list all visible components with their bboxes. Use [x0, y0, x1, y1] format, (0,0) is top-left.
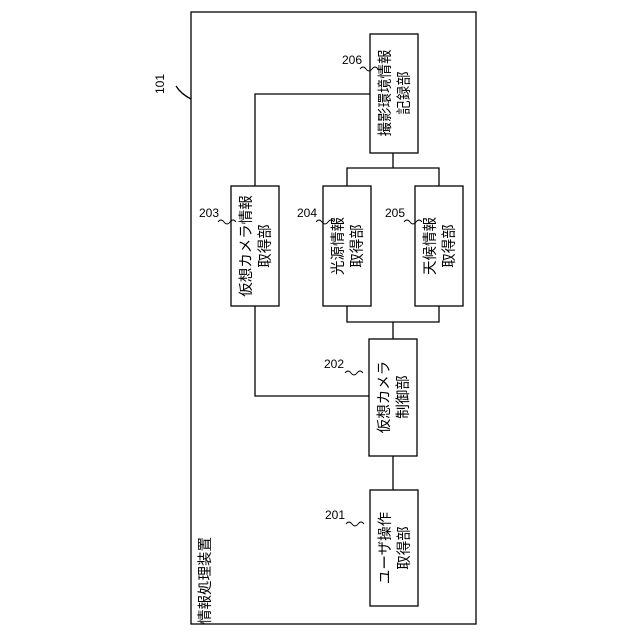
block-201-line1: ユーザ操作: [377, 512, 394, 584]
device-frame: [191, 12, 476, 624]
block-204-line1: 光源情報: [330, 217, 347, 275]
device-ref-label: 101: [153, 74, 167, 94]
block-202-ref: 202: [324, 357, 344, 371]
block-202-line2: 制御部: [395, 375, 412, 419]
block-205-ref: 205: [385, 206, 405, 220]
device-title: 情報処理装置: [197, 537, 214, 624]
block-206-line2: 記録部: [396, 71, 413, 115]
block-203-line1: 仮想カメラ情報: [238, 195, 255, 297]
block-203-line2: 取得部: [257, 224, 274, 268]
block-206-line1: 撮影環境情報: [376, 49, 394, 136]
block-202-line1: 仮想カメラ: [376, 361, 393, 434]
block-204-line2: 取得部: [349, 224, 366, 268]
block-206-ref: 206: [342, 53, 362, 67]
block-201-ref: 201: [325, 508, 345, 522]
block-203-ref: 203: [199, 206, 219, 220]
block-201-line2: 取得部: [396, 526, 413, 570]
block-204-ref: 204: [297, 206, 317, 220]
device-leader-line: [176, 86, 191, 99]
block-205-line1: 天候情報: [422, 217, 439, 275]
block-205-line2: 取得部: [441, 224, 458, 268]
